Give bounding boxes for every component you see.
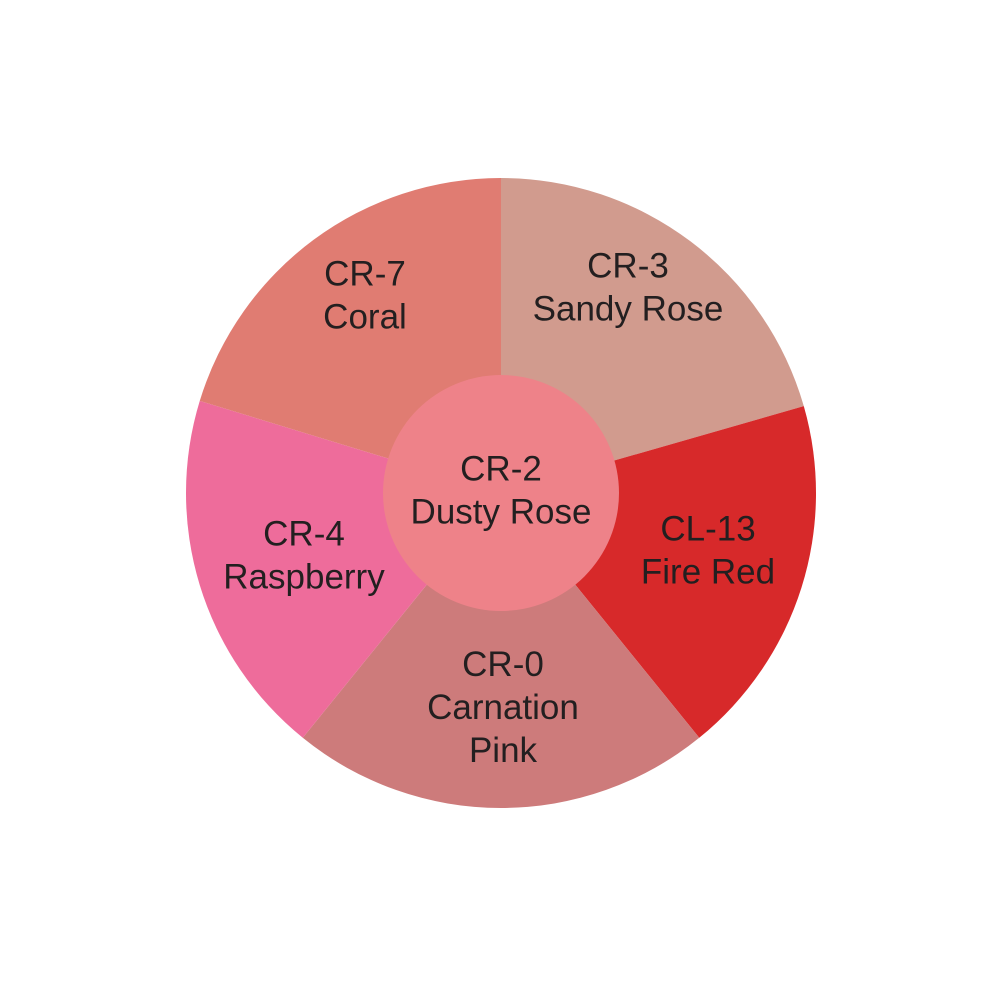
wheel-center-circle-cr-2[interactable] xyxy=(383,375,619,611)
segment-label-cr-7-line-1: CR-7 xyxy=(324,255,406,294)
segment-label-cr-0-line-1: CR-0 xyxy=(462,645,544,684)
segment-label-cr-3-line-2: Sandy Rose xyxy=(533,290,724,329)
segment-label-cr-4-line-1: CR-4 xyxy=(263,515,345,554)
segment-label-cr-4-line-2: Raspberry xyxy=(223,558,385,597)
wheel-segment-cr-0[interactable] xyxy=(302,493,700,809)
segment-label-cr-7-line-2: Coral xyxy=(323,298,407,337)
segment-label-cr-0-line-3: Pink xyxy=(469,731,538,770)
center-label-cr-2-line-2: Dusty Rose xyxy=(411,493,592,532)
wheel-center-group xyxy=(383,375,619,611)
segment-label-cl-13-line-2: Fire Red xyxy=(641,553,775,592)
center-label-cr-2-line-1: CR-2 xyxy=(460,450,542,489)
segment-label-cr-3-line-1: CR-3 xyxy=(587,247,669,286)
segment-label-cl-13-line-1: CL-13 xyxy=(660,510,755,549)
segment-label-cr-0-line-2: Carnation xyxy=(427,688,579,727)
